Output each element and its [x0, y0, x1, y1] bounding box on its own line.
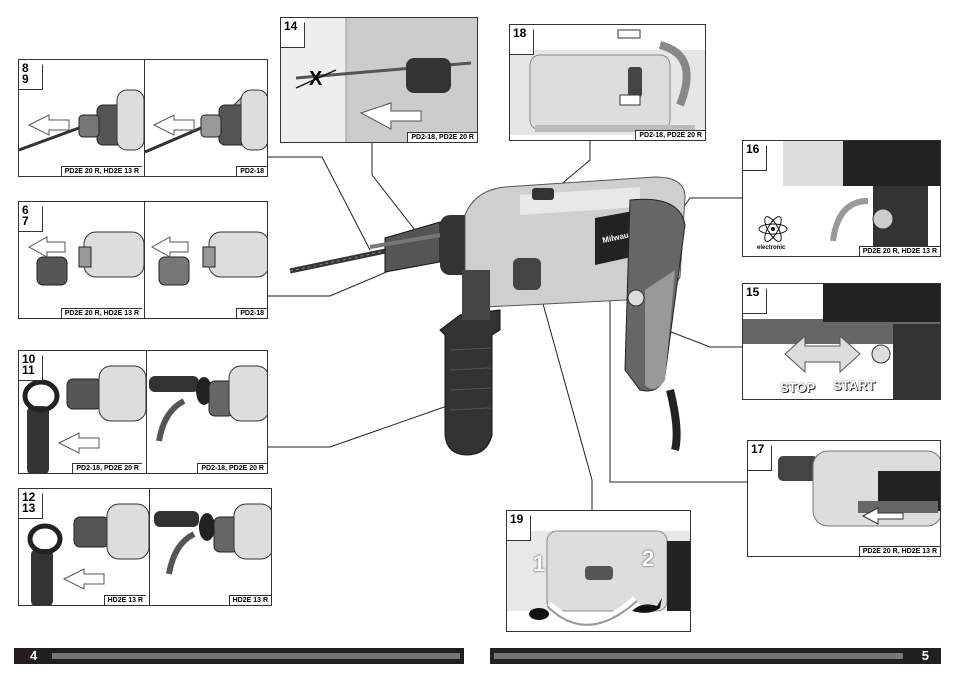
- model-caption-left: PD2E 20 R, HD2E 13 R: [60, 308, 142, 318]
- figure-number: 18: [510, 25, 534, 55]
- speed-control-illustration: [758, 141, 940, 256]
- atom-icon: [758, 216, 788, 242]
- depth-stop-illustration: [281, 18, 477, 142]
- electronic-label: electronic: [757, 245, 786, 251]
- side-handle-mount-illustration: [27, 503, 271, 605]
- figure-16-panel: 16 electronic PD2E 20 R, HD2E 13 R: [742, 140, 941, 257]
- model-caption-right: PD2-18: [236, 166, 267, 176]
- leader-lines: [268, 141, 747, 510]
- footer-bar-right: 5: [490, 648, 941, 664]
- chuck-removal-illustration: [19, 89, 267, 154]
- figure-number: 19: [507, 511, 531, 541]
- chuck-mount-illustration: [27, 231, 267, 286]
- mode-selector-illustration: [510, 29, 705, 135]
- brand-logo: Milwaukee: [602, 228, 644, 245]
- forward-reverse-illustration: [778, 450, 940, 527]
- depth-mark: X: [309, 68, 323, 90]
- model-caption-right: PD2-18, PD2E 20 R: [197, 463, 267, 473]
- model-caption: PD2-18, PD2E 20 R: [407, 132, 477, 142]
- figure-18-panel: 18 PD2-18, PD2E 20 R: [509, 24, 706, 141]
- turtle-icon: [529, 608, 549, 620]
- start-label: START: [833, 378, 876, 393]
- model-caption: PD2E 20 R, HD2E 13 R: [858, 246, 940, 256]
- stop-label: STOP: [780, 380, 816, 395]
- gear-1-label: 1: [533, 551, 546, 576]
- rabbit-icon: [632, 598, 662, 613]
- model-caption: PD2E 20 R, HD2E 13 R: [858, 546, 940, 556]
- figure-17-panel: 17 PD2E 20 R, HD2E 13 R: [747, 440, 941, 557]
- model-caption-left: HD2E 13 R: [103, 595, 146, 605]
- figure-number: 15: [743, 284, 767, 314]
- figure-number: 14: [281, 18, 305, 48]
- model-caption-left: PD2-18, PD2E 20 R: [72, 463, 142, 473]
- model-caption: PD2-18, PD2E 20 R: [635, 130, 705, 140]
- model-caption-right: HD2E 13 R: [228, 595, 271, 605]
- figure-19-panel: 19 1 2: [506, 510, 691, 632]
- side-handle-mount-illustration: [22, 365, 267, 473]
- figure-15-panel: 15 STOP START: [742, 283, 941, 400]
- trigger-lock-illustration: [743, 284, 940, 399]
- model-caption-left: PD2E 20 R, HD2E 13 R: [60, 166, 142, 176]
- figure-number: 17: [748, 441, 772, 471]
- page-number: 5: [921, 648, 929, 663]
- model-caption-right: PD2-18: [236, 308, 267, 318]
- gear-2-label: 2: [642, 546, 655, 571]
- footer-bar-left: 4: [14, 648, 464, 664]
- figure-number: 16: [743, 141, 767, 171]
- figure-14-panel: 14 X PD2-18, PD2E 20 R: [280, 17, 478, 143]
- page-number: 4: [30, 648, 38, 663]
- gear-selector-illustration: [507, 530, 690, 631]
